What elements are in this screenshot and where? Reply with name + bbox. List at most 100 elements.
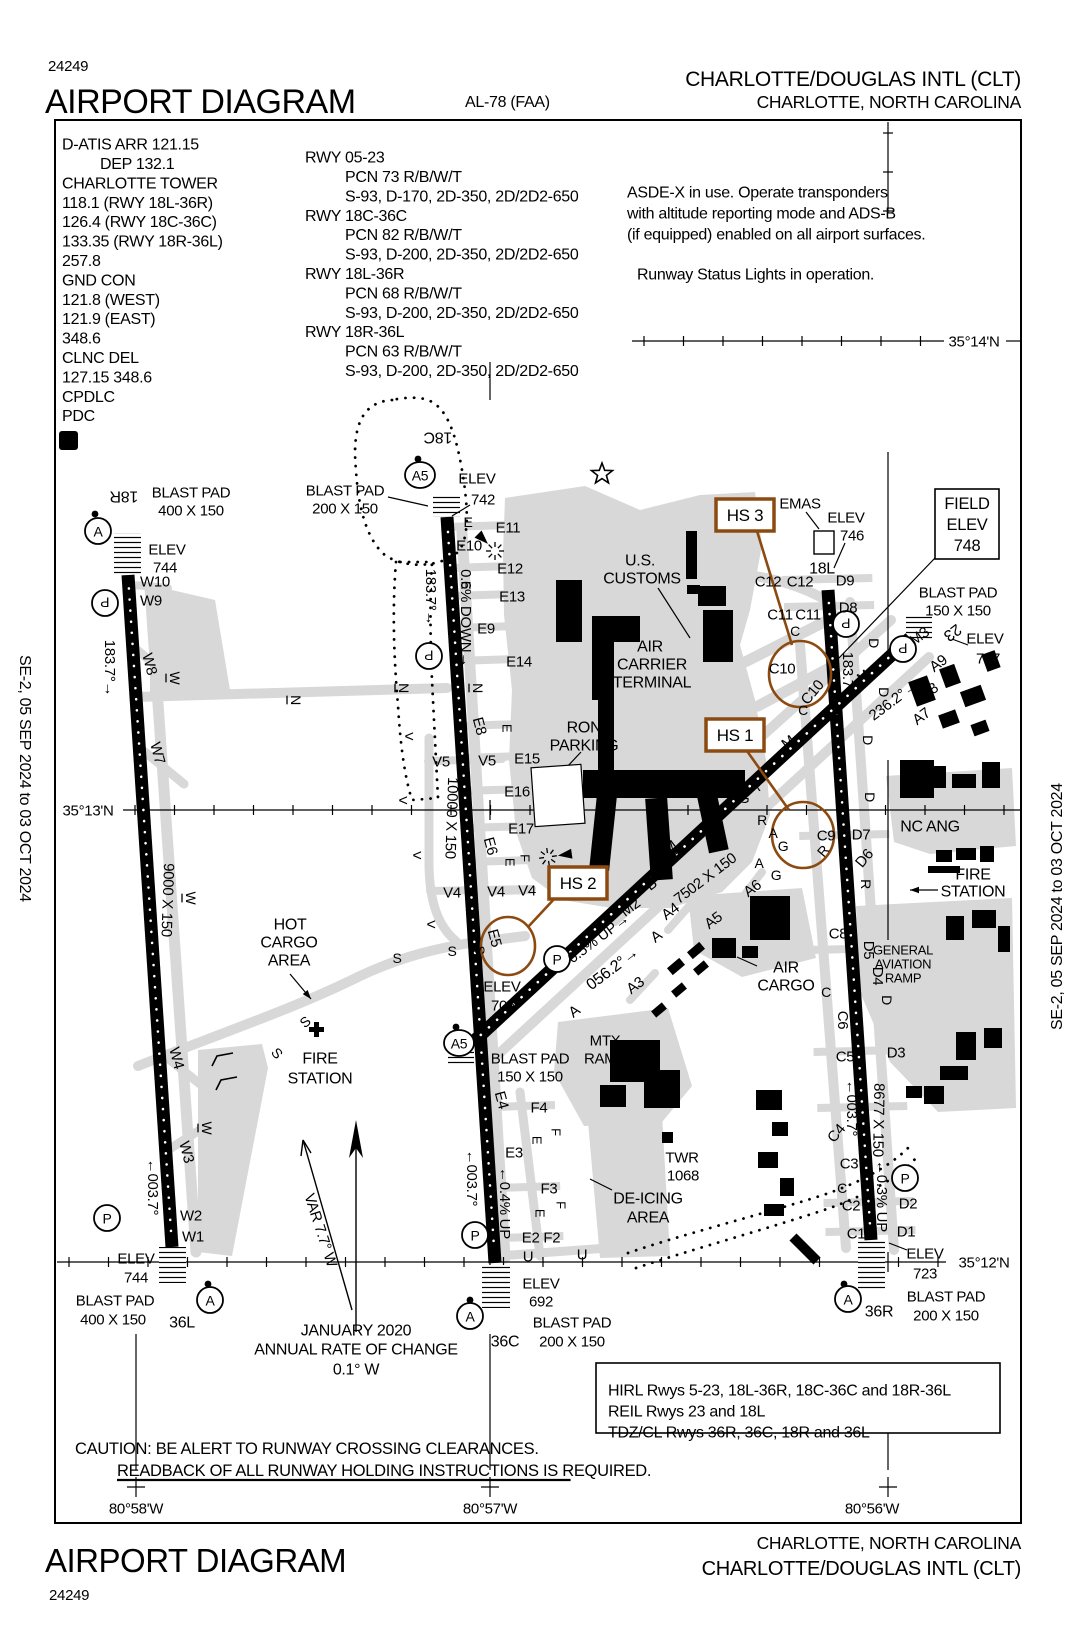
map-label: BLAST PAD: [533, 1314, 612, 1331]
footer-chart-number: 24249: [49, 1587, 89, 1604]
map-label: 18L: [809, 561, 835, 578]
map-label: E17: [508, 820, 534, 837]
hotspot-circle: [770, 800, 836, 870]
leader-line: [805, 511, 820, 530]
hotspot-label: HS 3: [727, 506, 764, 525]
airport-name: CHARLOTTE/DOUGLAS INTL (CLT): [685, 68, 1021, 91]
map-label: W10: [140, 573, 170, 590]
map-label: ELEV: [966, 630, 1003, 647]
circle: [461, 1221, 489, 1249]
map-label: BLAST PAD: [306, 482, 385, 499]
map-label: RAMP: [885, 971, 921, 986]
building: [698, 586, 726, 606]
taxiway-stub: [445, 521, 510, 531]
taxiway: [611, 888, 652, 926]
blast-pad: [906, 614, 932, 640]
map-label: D6: [852, 846, 877, 871]
taxiway-stub: [498, 1182, 561, 1192]
map-label: TERMINAL: [613, 675, 692, 692]
taxiway-stub: [469, 886, 534, 896]
circled-p-icon: P: [889, 635, 917, 663]
building-bracket-icon: [215, 1076, 238, 1091]
map-label: V4: [518, 882, 536, 899]
map-label: G: [778, 838, 789, 854]
circled-letter: A5: [412, 467, 429, 483]
map-label: C3: [840, 1155, 859, 1172]
map-label: PARKING: [550, 738, 619, 755]
beacon-star-icon: [589, 460, 615, 485]
map-label: GENERAL: [873, 943, 933, 958]
map-label: FIRE: [302, 1051, 337, 1068]
map-label: AVIATION: [875, 957, 931, 972]
map-label: 200 X 150: [312, 500, 378, 517]
light-ray: [494, 554, 496, 561]
dot: [91, 510, 99, 518]
comm-line: 121.8 (WEST): [62, 292, 160, 309]
map-label: F: [553, 1201, 568, 1209]
map-label: S: [392, 950, 401, 966]
taxiway-stub: [464, 822, 530, 832]
circled-letter: A5: [451, 1035, 468, 1051]
map-label: U.S.: [625, 553, 655, 570]
comm-line: D-ATIS ARR 121.15: [62, 137, 199, 154]
margin-date-left: SE-2, 05 SEP 2024 to 03 OCT 2024: [16, 655, 33, 902]
building: [600, 1085, 626, 1107]
map-label: 18C: [424, 428, 452, 445]
leader-line: [589, 1178, 613, 1191]
runway-data-strength: S-93, D-200, 2D-350, 2D/2D2-650: [345, 305, 579, 322]
circle: [93, 1204, 121, 1232]
building: [687, 585, 700, 594]
circled-p-icon: P: [91, 589, 119, 617]
map-label: S: [268, 1044, 286, 1061]
circle: [891, 1164, 919, 1192]
blast-pad: [433, 495, 460, 517]
map-label: D8: [839, 599, 858, 616]
comm-line: 133.35 (RWY 18R-36L): [62, 234, 223, 251]
map-label: C: [821, 984, 831, 1000]
leader-arrowhead: [910, 886, 919, 894]
hotspot-leader: [527, 896, 557, 928]
building: [592, 616, 640, 642]
map-label: C10: [769, 660, 796, 677]
comm-line: 127.15 348.6: [62, 369, 152, 386]
map-label: S: [472, 945, 488, 954]
comm-line: CLNC DEL: [62, 350, 139, 367]
light-ray: [538, 856, 545, 859]
circle: [543, 945, 571, 973]
map-label: BLAST PAD: [76, 1292, 155, 1309]
comm-line: GND CON: [62, 272, 135, 289]
map-label: 0.6% DOWN→: [457, 569, 474, 667]
hotspot-circle: [479, 915, 537, 977]
map-label: A: [565, 1002, 583, 1022]
light-ray: [497, 553, 502, 558]
map-label: E14: [506, 653, 532, 670]
light-ray: [488, 544, 493, 549]
map-label: AREA: [268, 953, 311, 970]
map-label: TWR: [665, 1149, 699, 1166]
building: [928, 866, 960, 873]
map-label: E16: [504, 783, 530, 800]
map-label: E: [532, 1209, 547, 1218]
runway-data-pcn: PCN 68 R/B/W/T: [345, 285, 462, 302]
map-label: E6: [480, 835, 501, 857]
page-title: AIRPORT DIAGRAM: [45, 83, 356, 121]
lighting-note-line: TDZ/CL Rwys 36R, 36C, 18R and 36L: [608, 1425, 870, 1442]
taxiway-stub: [501, 1232, 564, 1242]
circled-letter: P: [841, 616, 850, 632]
latitude-label: 35°13'N: [63, 802, 114, 819]
building: [982, 762, 1000, 788]
map-label: G: [739, 790, 750, 806]
map-label: AIR: [637, 639, 663, 656]
building: [666, 957, 686, 976]
map-label: V5: [478, 752, 496, 769]
hotspot-label: HS 2: [560, 874, 597, 893]
map-label: D: [866, 638, 882, 648]
light-ray: [547, 860, 550, 867]
map-label: ←0.4% UP: [496, 1167, 513, 1239]
map-label: 183.7°→: [839, 652, 856, 708]
map-border: [54, 119, 1022, 1524]
dot: [466, 1296, 474, 1304]
dot: [204, 1280, 212, 1288]
map-label: W9: [140, 592, 162, 609]
runway-centerline: [479, 644, 903, 1037]
